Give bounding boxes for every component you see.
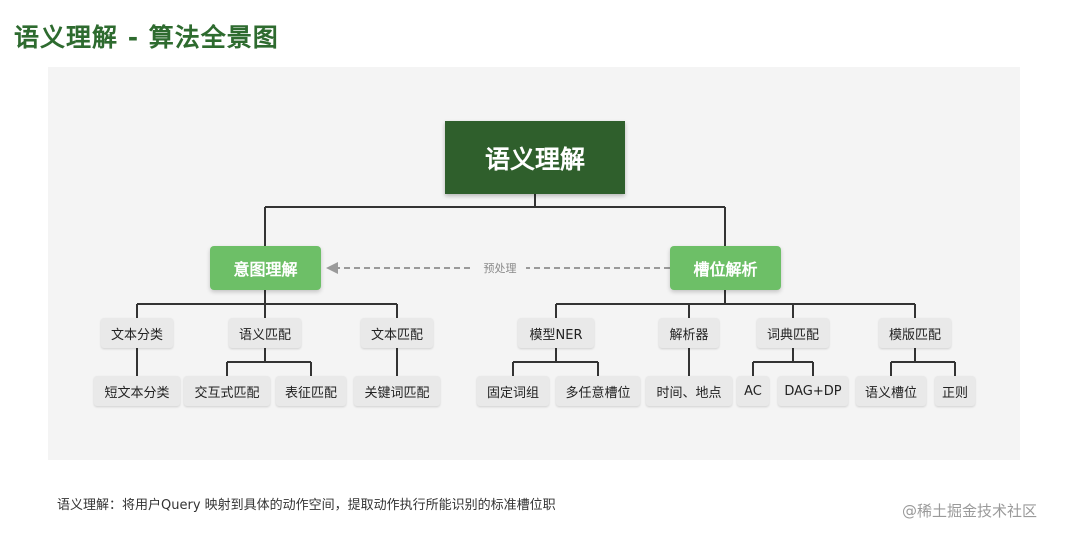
keyword-matching-node: 关键词匹配 — [354, 376, 440, 406]
text-matching-node: 文本匹配 — [361, 318, 433, 348]
short-text-classification-node: 短文本分类 — [94, 376, 180, 406]
watermark: @稀土掘金技术社区 — [902, 502, 1038, 520]
semantic-matching-node: 语义匹配 — [229, 318, 301, 348]
semantic-slot-node: 语义槽位 — [856, 376, 926, 406]
template-matching-node: 模版匹配 — [879, 318, 951, 348]
slot-parsing-node: 槽位解析 — [670, 246, 781, 290]
regex-node: 正则 — [935, 376, 975, 406]
multi-arbitrary-slot-node: 多任意槽位 — [556, 376, 640, 406]
time-location-node: 时间、地点 — [646, 376, 732, 406]
intent-understanding-node: 意图理解 — [210, 246, 321, 290]
representation-matching-node: 表征匹配 — [276, 376, 346, 406]
fixed-phrase-node: 固定词组 — [477, 376, 549, 406]
model-ner-node: 模型NER — [518, 318, 594, 348]
preprocess-label: 预处理 — [474, 260, 526, 278]
caption-text: 语义理解：将用户Query 映射到具体的动作空间，提取动作执行所能识别的标准槽位… — [57, 498, 556, 513]
dag-dp-node: DAG+DP — [778, 376, 848, 406]
text-classification-node: 文本分类 — [101, 318, 173, 348]
slide-title: 语义理解 - 算法全景图 — [14, 23, 279, 52]
root-node: 语义理解 — [445, 121, 625, 194]
dictionary-matching-node: 词典匹配 — [757, 318, 829, 348]
parser-node: 解析器 — [659, 318, 719, 348]
interactive-matching-node: 交互式匹配 — [184, 376, 270, 406]
ac-node: AC — [737, 376, 769, 406]
